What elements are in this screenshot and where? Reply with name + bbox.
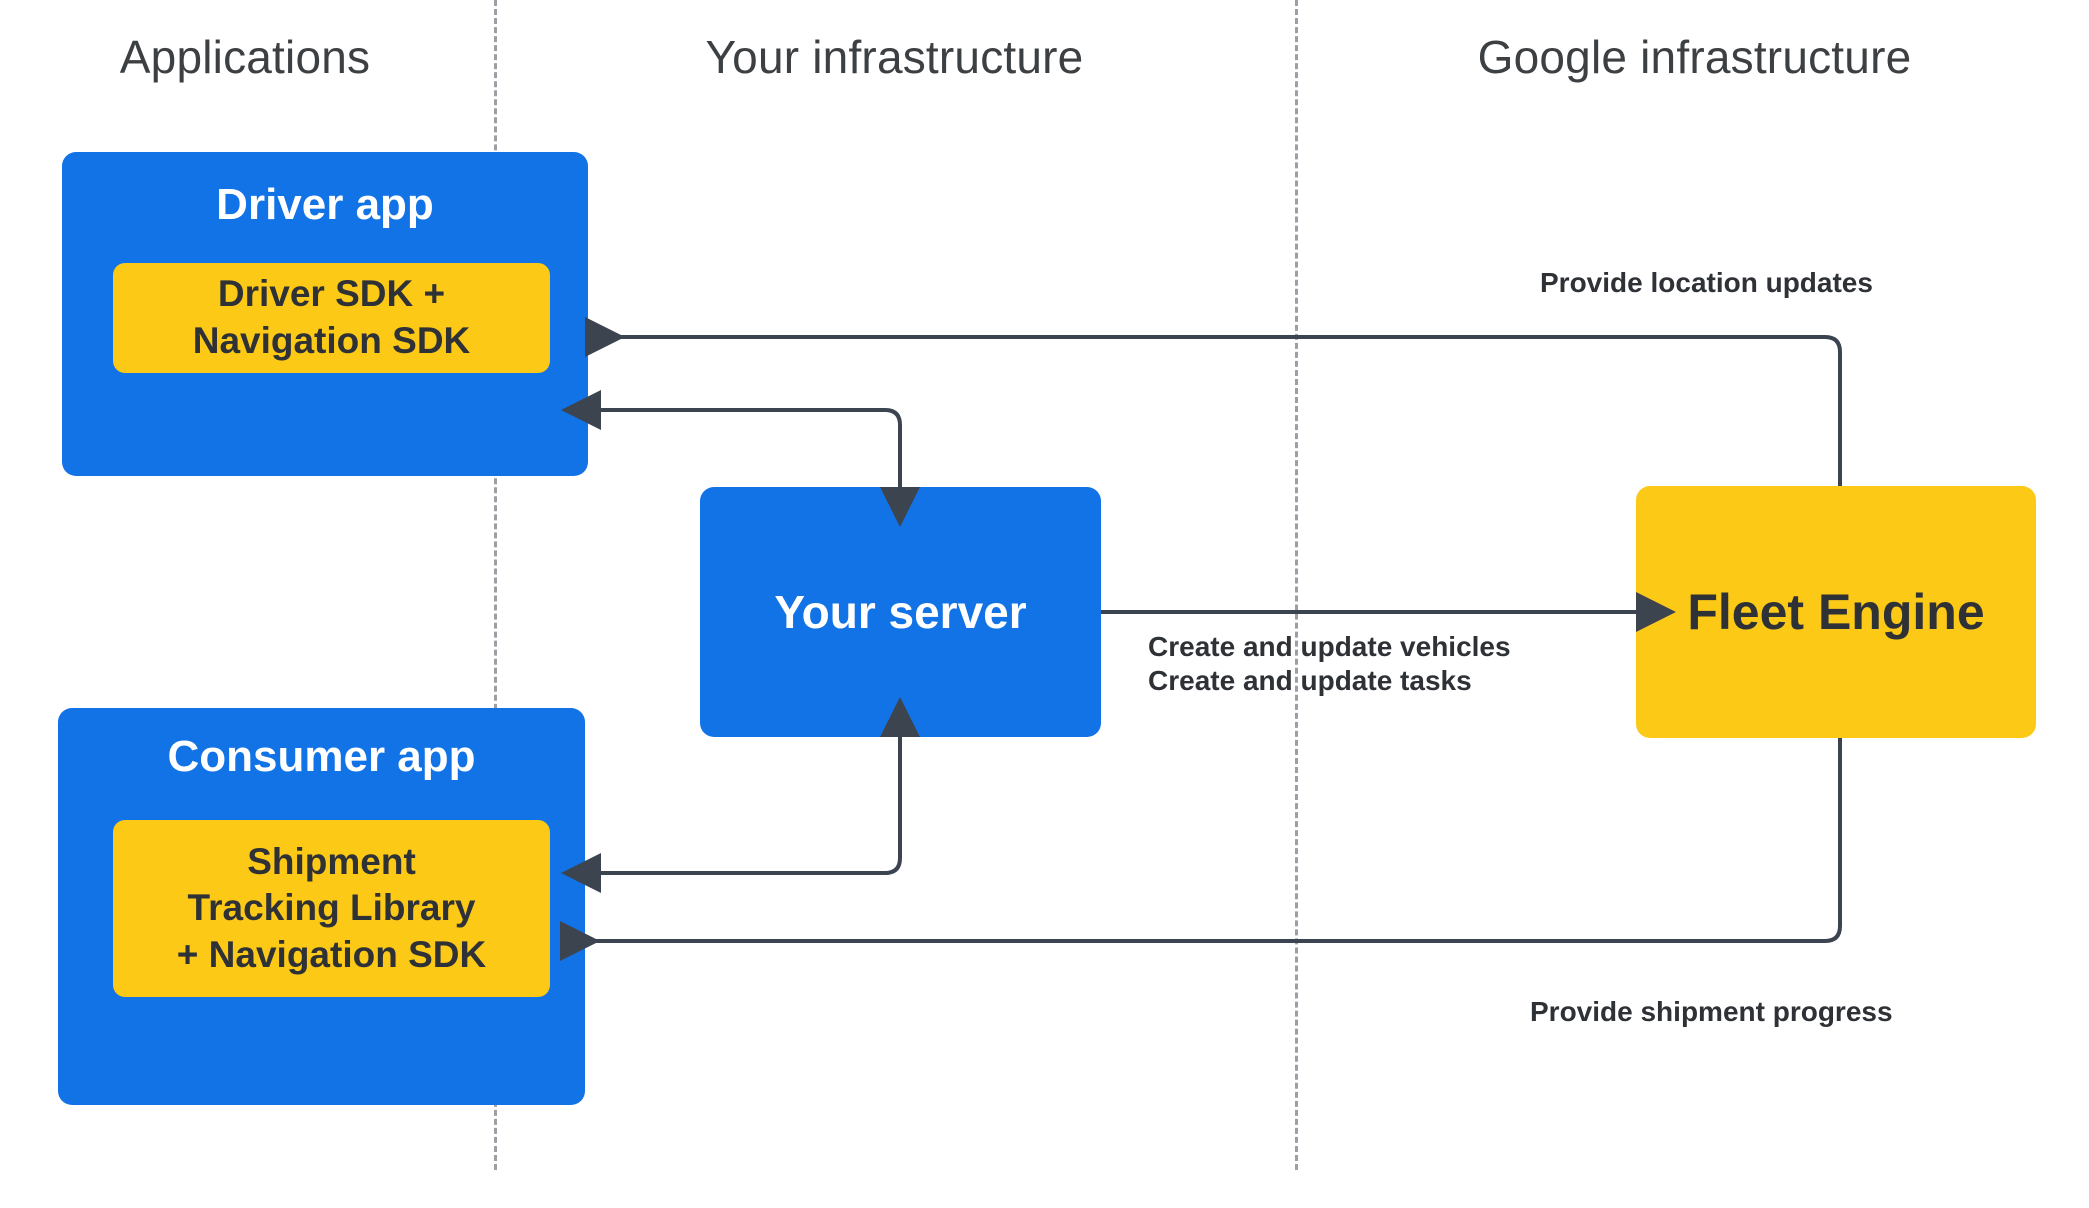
driver-app-title: Driver app bbox=[216, 180, 434, 229]
edge-label-create-tasks: Create and update tasks bbox=[1148, 665, 1472, 697]
your-server-box[interactable]: Your server bbox=[700, 487, 1101, 737]
driver-sdk-box[interactable]: Driver SDK + Navigation SDK bbox=[113, 263, 550, 373]
consumer-sdk-label: Shipment Tracking Library + Navigation S… bbox=[177, 839, 486, 979]
edge-label-create-vehicles: Create and update vehicles bbox=[1148, 631, 1511, 662]
edge-label-provide-location-updates: Provide location updates bbox=[1540, 267, 1873, 298]
divider-applications-infrastructure bbox=[494, 0, 497, 1170]
driver-sdk-label: Driver SDK + Navigation SDK bbox=[193, 271, 471, 364]
consumer-sdk-box[interactable]: Shipment Tracking Library + Navigation S… bbox=[113, 820, 550, 997]
wire-provide-shipment-progress bbox=[560, 738, 1842, 961]
wire-provide-location-updates bbox=[585, 317, 1842, 486]
divider-infrastructure-google bbox=[1295, 0, 1298, 1170]
consumer-sdk-line-3: + Navigation SDK bbox=[176, 933, 487, 975]
wire-server-to-driver-app bbox=[561, 390, 920, 527]
edge-label-provide-shipment-progress: Provide shipment progress bbox=[1530, 996, 1893, 1027]
driver-sdk-line-1: Driver SDK + bbox=[217, 273, 446, 315]
consumer-sdk-line-2: Tracking Library bbox=[187, 887, 476, 929]
edge-label-create-and-update: Create and update vehicles Create and up… bbox=[1148, 630, 1511, 698]
column-header-your-infrastructure: Your infrastructure bbox=[705, 31, 1084, 83]
consumer-sdk-line-1: Shipment bbox=[247, 840, 416, 882]
fleet-engine-box[interactable]: Fleet Engine bbox=[1636, 486, 2036, 738]
fleet-engine-label: Fleet Engine bbox=[1687, 584, 1985, 640]
column-header-google-infrastructure: Google infrastructure bbox=[1477, 31, 1912, 83]
your-server-label: Your server bbox=[774, 586, 1027, 638]
driver-sdk-line-2: Navigation SDK bbox=[192, 320, 471, 361]
consumer-app-title: Consumer app bbox=[167, 732, 476, 781]
wire-server-to-consumer-app bbox=[561, 697, 920, 893]
column-header-applications: Applications bbox=[119, 31, 371, 83]
